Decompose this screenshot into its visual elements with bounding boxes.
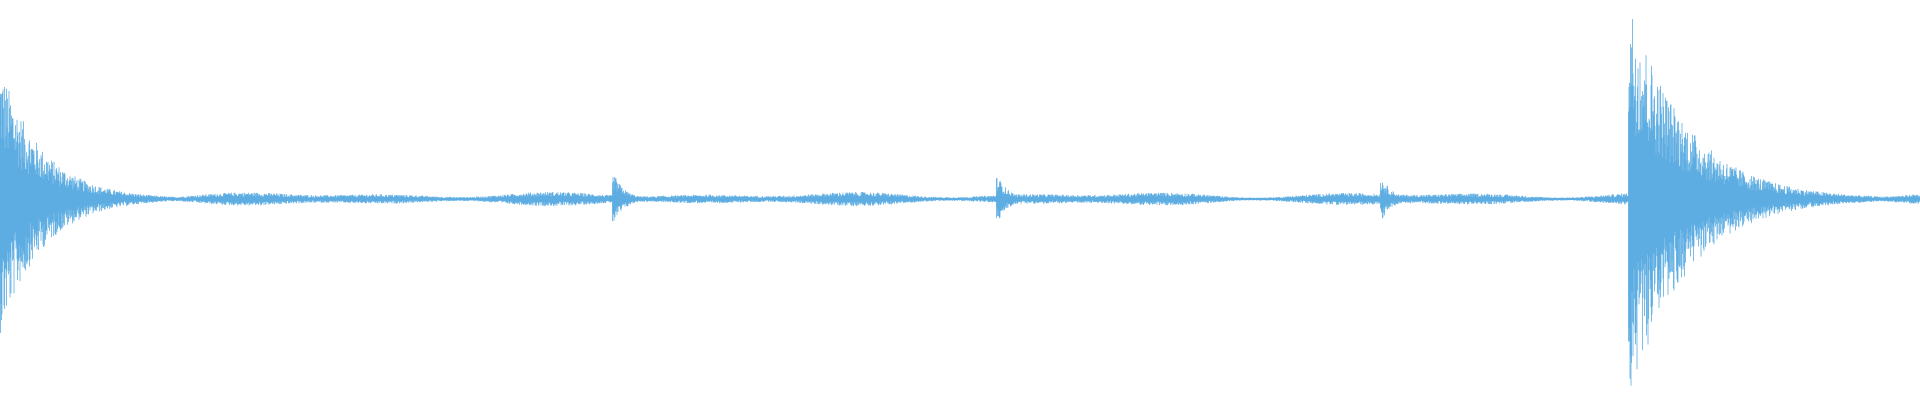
waveform-path: [0, 19, 1920, 386]
waveform-trace: [0, 19, 1920, 386]
